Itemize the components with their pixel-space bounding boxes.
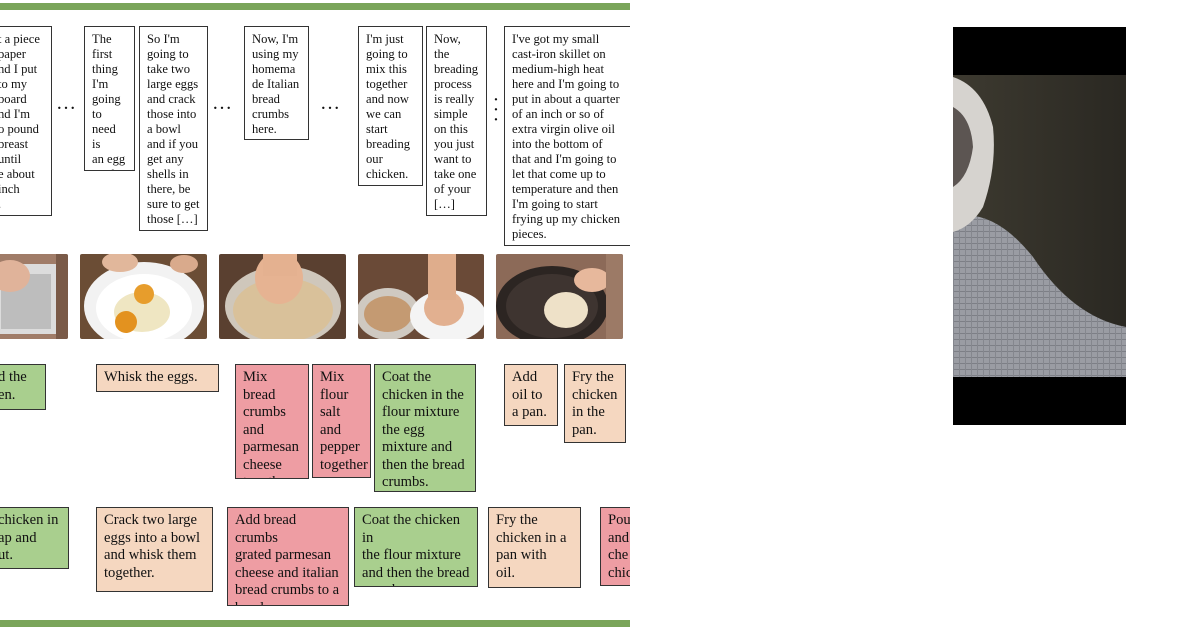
transcript-box: Now, the breading process is really simp…: [426, 26, 487, 216]
step-label: Add bread crumbs grated parmesan cheese …: [227, 507, 349, 606]
top-divider: [0, 3, 630, 10]
transcript-box: The first thing I'm going to need is an …: [84, 26, 135, 171]
transcript-box: t a piece paper nd I put to my board nd …: [0, 26, 52, 216]
thumbnail-mixing-crumbs: [219, 254, 346, 339]
ellipsis: …: [212, 92, 233, 114]
step-label: Pou and che chic: [600, 507, 630, 586]
step-label: Mix flour salt and pepper together .: [312, 364, 371, 478]
step-label: Fry the chicken in a pan with oil.: [488, 507, 581, 588]
bottom-divider: [0, 620, 630, 627]
transcript-box: I'm just going to mix this together and …: [358, 26, 423, 186]
step-label: chicken in ap and ut.: [0, 507, 69, 569]
step-label: Coat the chicken in the flour mixture an…: [354, 507, 478, 587]
step-label: Coat the chicken in the flour mixture th…: [374, 364, 476, 492]
video-frame: [953, 27, 1126, 425]
figure-panel: t a piece paper nd I put to my board nd …: [0, 3, 630, 627]
thumbnail-pounding-chicken: [0, 254, 68, 339]
step-label: Fry the chicken in the pan.: [564, 364, 626, 443]
ellipsis: …: [56, 92, 77, 114]
step-label: Whisk the eggs.: [96, 364, 219, 392]
thumbnail-eggs-in-bowl: [80, 254, 207, 339]
step-label: Crack two large eggs into a bowl and whi…: [96, 507, 213, 592]
vertical-ellipsis: ···: [492, 89, 500, 131]
ellipsis: …: [320, 92, 341, 114]
thumbnail-flour-mixture: [358, 254, 484, 339]
step-label: Mix bread crumbs and parmesan cheese tog…: [235, 364, 309, 479]
transcript-box: Now, I'm using my homema de Italian brea…: [244, 26, 309, 140]
transcript-box: I've got my small cast-iron skillet on m…: [504, 26, 630, 246]
thumbnail-frying-pan: [496, 254, 623, 339]
step-label: d the en.: [0, 364, 46, 410]
transcript-box: So I'm going to take two large eggs and …: [139, 26, 208, 231]
step-label: Add oil to a pan.: [504, 364, 558, 426]
